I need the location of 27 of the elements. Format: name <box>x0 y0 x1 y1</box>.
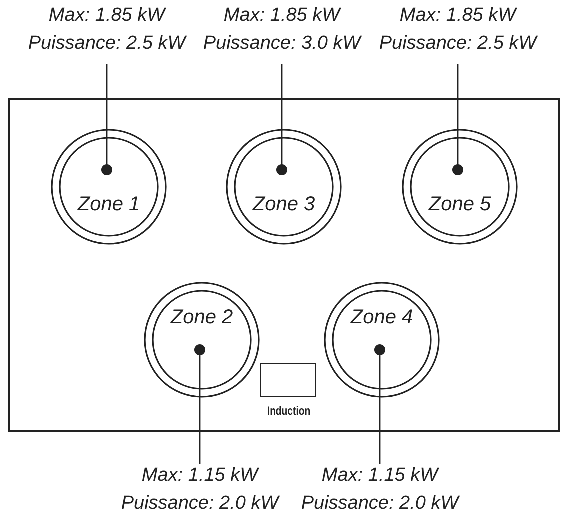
zone-label: Zone 4 <box>350 306 414 330</box>
power-rating-text: Max: 1.85 kW <box>224 4 340 28</box>
cooking-zone <box>144 282 260 398</box>
power-rating-text: Puissance: 2.5 kW <box>379 32 537 56</box>
zone-label: Zone 5 <box>428 194 492 216</box>
power-rating-text: Max: 1.85 kW <box>400 4 516 28</box>
cooking-zone <box>51 129 167 245</box>
power-rating-text: Puissance: 2.5 kW <box>28 32 186 56</box>
panel-caption: Induction <box>266 404 310 418</box>
leader-line <box>452 64 464 176</box>
power-rating-text: Max: 1.85 kW <box>48 4 166 28</box>
zone-label: Zone 2 <box>170 306 234 330</box>
leader-line <box>374 344 386 464</box>
power-rating-text: Puissance: 3.0 kW <box>203 32 361 56</box>
zone-label: Zone 1 <box>78 194 140 216</box>
cooktop-outline <box>8 98 560 432</box>
power-rating-text: Max: 1.15 kW <box>142 464 258 488</box>
power-rating-text: Max: 1.15 kW <box>322 464 438 488</box>
leader-line <box>102 64 112 176</box>
power-rating-text: Puissance: 2.0 kW <box>301 492 459 516</box>
leader-line <box>194 344 206 464</box>
cooking-zone <box>324 282 440 398</box>
leader-line <box>276 64 288 176</box>
zone-label: Zone 3 <box>252 194 316 216</box>
power-rating-text: Puissance: 2.0 kW <box>121 492 279 516</box>
cooking-zone <box>226 129 342 245</box>
cooking-zone <box>402 129 518 245</box>
